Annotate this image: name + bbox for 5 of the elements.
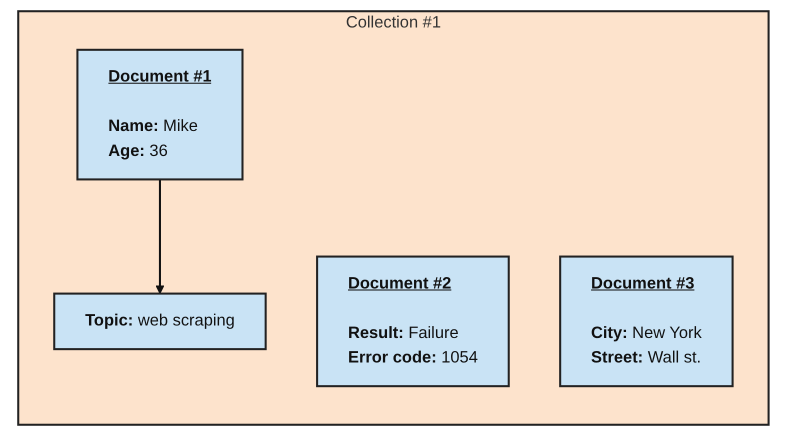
node-box: Topic: web scraping bbox=[53, 292, 267, 350]
arrow bbox=[156, 178, 165, 294]
node-box: Document #2 Result: Failure Error code: 1054 bbox=[316, 255, 510, 387]
node-box: Document #1 Name: Mike Age: 36 bbox=[76, 48, 244, 180]
node-box: Document #3 City: New York Street: Wall st. bbox=[559, 255, 734, 387]
